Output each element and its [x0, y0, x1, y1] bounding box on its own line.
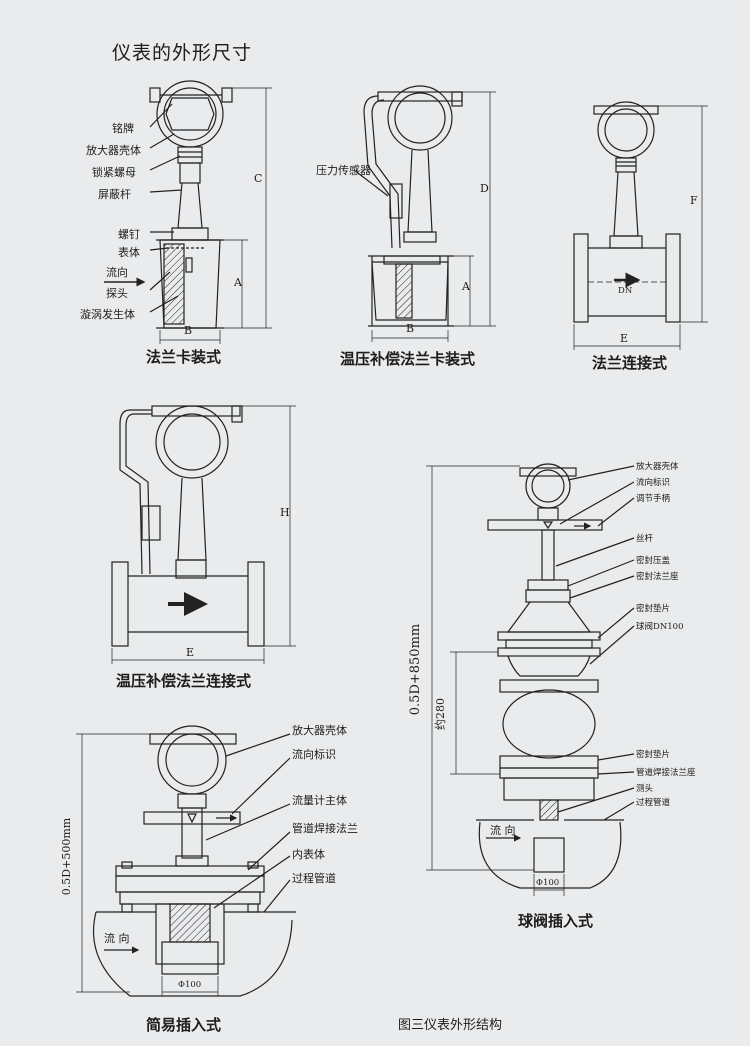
label-amplifier-housing: 放大器壳体	[292, 724, 347, 737]
label-lead-screw: 丝杆	[636, 534, 654, 544]
dim-f: F	[690, 194, 698, 207]
dim-a: A	[462, 280, 470, 293]
label-shield-rod: 屏蔽杆	[98, 188, 131, 201]
label-dn: DN	[618, 286, 633, 296]
label-process-pipe: 过程管道	[292, 872, 336, 885]
dim-e: E	[186, 646, 195, 659]
caption-flange-clamp: 法兰卡装式	[146, 348, 222, 366]
caption-compensated-flange-connection: 温压补偿法兰连接式	[116, 672, 252, 690]
label-probe-head: 测头	[636, 784, 654, 794]
label-pressure-sensor: 压力传感器	[316, 164, 371, 177]
label-screw: 螺钉	[118, 228, 140, 241]
dim-h: H	[280, 506, 290, 519]
dim-a: A	[234, 276, 242, 289]
dim-phi: Φ100	[536, 878, 560, 888]
label-weld-flange: 管道焊接法兰	[292, 822, 358, 835]
label-flow: 流 向	[490, 824, 516, 837]
dim-approx: 约280	[434, 698, 447, 730]
dim-b: B	[184, 324, 193, 337]
label-nameplate: 铭牌	[112, 122, 134, 135]
label-flow-mark: 流向标识	[636, 478, 671, 488]
dim-e: E	[620, 332, 629, 345]
label-flow: 流 向	[104, 932, 130, 945]
caption-compensated-flange-clamp: 温压补偿法兰卡装式	[340, 350, 476, 368]
dim-b: B	[406, 322, 415, 335]
label-meter-body: 表体	[118, 246, 140, 259]
dim-phi: Φ100	[178, 980, 202, 990]
label-amplifier-housing: 放大器壳体	[86, 144, 141, 157]
label-probe: 探头	[106, 287, 128, 300]
label-flow-direction: 流向	[106, 266, 128, 279]
label-inner-body: 内表体	[292, 848, 325, 861]
label-adjust-handle: 调节手柄	[636, 494, 671, 504]
label-seal-flange-seat: 密封法兰座	[636, 572, 679, 582]
page-title: 仪表的外形尺寸	[112, 42, 253, 64]
label-weld-flange-seat: 管道焊接法兰座	[636, 768, 696, 778]
label-flow-mark: 流向标识	[292, 748, 336, 761]
label-amplifier-housing: 放大器壳体	[636, 462, 679, 472]
dim-d: D	[480, 182, 489, 195]
dim-c: C	[254, 172, 263, 185]
label-gasket-2: 密封垫片	[636, 750, 671, 760]
label-lock-nut: 锁紧螺母	[92, 166, 136, 179]
dim-height: 0.5D+500mm	[60, 817, 74, 896]
diagram-ball-valve-insertion	[426, 463, 635, 896]
diagram-compensated-flange-connection	[111, 405, 296, 664]
diagram-flange-connection	[573, 101, 708, 350]
diagram-simple-insertion	[76, 725, 296, 997]
label-gasket: 密封垫片	[636, 604, 671, 614]
figure-caption: 图三仪表外形结构	[398, 1018, 503, 1033]
caption-ball-valve-insertion: 球阀插入式	[518, 912, 594, 930]
label-meter-main-body: 流量计主体	[292, 794, 347, 807]
caption-flange-connection: 法兰连接式	[592, 354, 668, 372]
label-vortex-generator: 漩涡发生体	[80, 308, 135, 321]
dim-height: 0.5D+850mm	[408, 623, 424, 716]
label-process-pipe: 过程管道	[636, 798, 671, 808]
caption-simple-insertion: 简易插入式	[146, 1016, 222, 1034]
diagram-flange-clamp	[104, 80, 272, 344]
label-ball-valve: 球阀DN100	[636, 622, 684, 632]
label-seal-gland: 密封压盖	[636, 556, 671, 566]
diagram-compensated-flange-clamp	[353, 85, 496, 342]
